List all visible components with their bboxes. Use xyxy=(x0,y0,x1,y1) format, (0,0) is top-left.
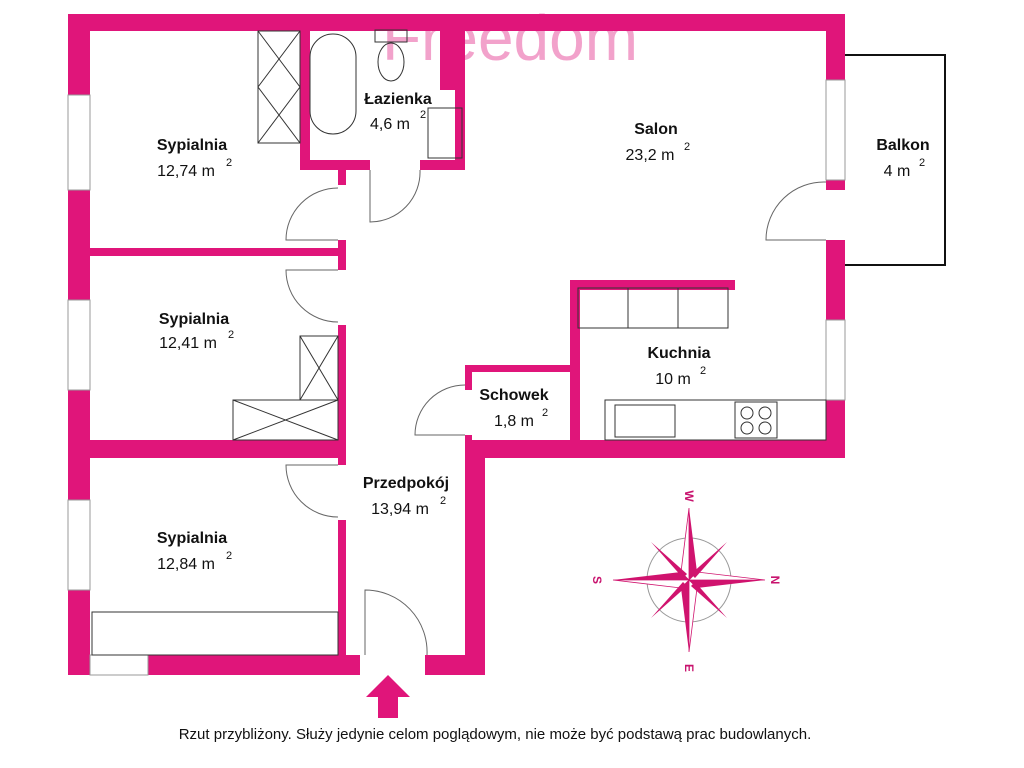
svg-text:2: 2 xyxy=(919,157,925,169)
sink-icon xyxy=(427,107,463,159)
svg-text:Schowek: Schowek xyxy=(479,387,548,404)
svg-text:2: 2 xyxy=(542,407,548,419)
balcony-outline xyxy=(845,54,946,266)
svg-text:12,74 m: 12,74 m xyxy=(157,163,215,180)
compass-label-top: W xyxy=(682,490,696,502)
svg-text:4 m: 4 m xyxy=(884,163,911,180)
svg-text:Łazienka: Łazienka xyxy=(364,91,432,108)
kitchen-sink-icon xyxy=(614,404,676,438)
svg-text:2: 2 xyxy=(226,157,232,169)
room-label-kuchnia: Kuchnia 10 m 2 xyxy=(647,345,710,388)
svg-text:Sypialnia: Sypialnia xyxy=(157,137,227,154)
compass-label-right: N xyxy=(768,576,782,585)
room-label-przedpokoj: Przedpokój 13,94 m 2 xyxy=(363,475,449,518)
windows xyxy=(67,79,846,676)
svg-text:10 m: 10 m xyxy=(655,371,691,388)
svg-text:2: 2 xyxy=(228,329,234,341)
svg-text:Kuchnia: Kuchnia xyxy=(647,345,710,362)
svg-text:Sypialnia: Sypialnia xyxy=(159,311,229,328)
room-label-sypialnia-3: Sypialnia 12,84 m 2 xyxy=(157,530,232,573)
entrance-arrow-icon xyxy=(366,675,410,718)
toilet-icon xyxy=(374,29,408,43)
svg-text:2: 2 xyxy=(226,550,232,562)
svg-text:2: 2 xyxy=(684,141,690,153)
svg-text:Salon: Salon xyxy=(634,121,678,138)
room-label-sypialnia-2: Sypialnia 12,41 m 2 xyxy=(159,311,234,352)
watermark-logo: Freedom xyxy=(382,2,638,74)
room-label-salon: Salon 23,2 m 2 xyxy=(626,121,691,164)
room-label-balkon: Balkon 4 m 2 xyxy=(876,137,929,180)
bathtub-icon xyxy=(309,33,357,135)
disclaimer-text: Rzut przybliżony. Służy jedynie celom po… xyxy=(178,726,812,743)
svg-text:4,6 m: 4,6 m xyxy=(370,116,410,133)
room-label-schowek: Schowek 1,8 m 2 xyxy=(479,387,548,430)
compass-label-left: S xyxy=(590,576,604,584)
svg-text:2: 2 xyxy=(700,365,706,377)
svg-text:Sypialnia: Sypialnia xyxy=(157,530,227,547)
stove-icon xyxy=(734,401,778,439)
svg-text:1,8 m: 1,8 m xyxy=(494,413,534,430)
room-label-sypialnia-1: Sypialnia 12,74 m 2 xyxy=(157,137,232,180)
svg-text:2: 2 xyxy=(420,109,426,121)
svg-text:12,84 m: 12,84 m xyxy=(157,556,215,573)
svg-text:13,94 m: 13,94 m xyxy=(371,501,429,518)
compass-rose-icon: W N E S xyxy=(590,490,782,672)
room-label-lazienka: Łazienka 4,6 m 2 xyxy=(364,91,432,133)
svg-text:Przedpokój: Przedpokój xyxy=(363,475,449,492)
svg-text:Balkon: Balkon xyxy=(876,137,929,154)
svg-text:12,41 m: 12,41 m xyxy=(159,335,217,352)
fixtures xyxy=(91,29,827,656)
doors xyxy=(285,169,827,656)
svg-text:23,2 m: 23,2 m xyxy=(626,147,675,164)
svg-text:2: 2 xyxy=(440,495,446,507)
compass-label-bottom: E xyxy=(682,664,696,672)
